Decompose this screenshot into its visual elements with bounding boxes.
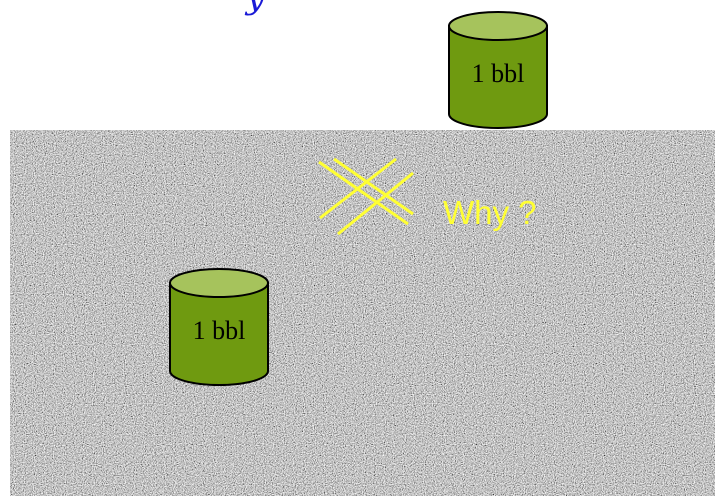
oil-barrel-underground: 1 bbl (169, 268, 269, 388)
barrel-volume-label: 1 bbl (471, 59, 525, 88)
oil-barrel-surface: 1 bbl (448, 11, 548, 131)
oil-barrel-cylinder-icon (169, 268, 269, 386)
barrel-volume-label: 1 bbl (192, 316, 246, 345)
crossed-out-icon (318, 157, 414, 236)
why-question-label: Why ? (443, 194, 537, 231)
slide-title-fragment: y (246, 0, 265, 14)
oil-barrel-cylinder-icon (448, 11, 548, 129)
